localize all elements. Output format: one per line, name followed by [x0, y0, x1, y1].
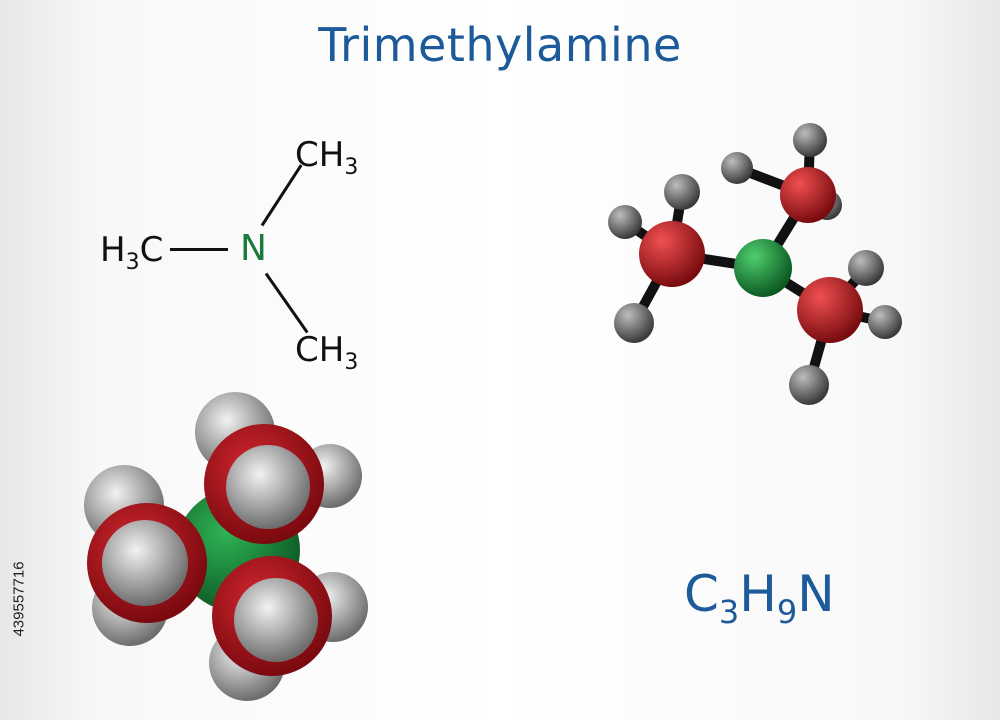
carbon-atom [780, 167, 836, 223]
page-title: Trimethylamine [318, 18, 682, 72]
hydrogen-atom [234, 578, 318, 662]
nitrogen-atom-label: N [240, 228, 267, 269]
stock-id-watermark: 439557716 [10, 560, 28, 637]
hydrogen-atom [608, 205, 642, 239]
hydrogen-atom [614, 303, 654, 343]
left-methyl-group: H3C [100, 230, 164, 275]
hydrogen-atom [848, 250, 884, 286]
hydrogen-atom [868, 305, 902, 339]
top-methyl-group: CH3 [295, 135, 359, 180]
nitrogen-atom [734, 239, 792, 297]
bond-left [170, 248, 228, 251]
hydrogen-atom [664, 174, 700, 210]
molecular-formula: C3H9N [684, 565, 835, 631]
hydrogen-atom [102, 520, 188, 606]
hydrogen-atom [793, 123, 827, 157]
structural-formula: CH3 H3C CH3 N [90, 120, 390, 380]
hydrogen-atom [721, 152, 753, 184]
bottom-methyl-group: CH3 [295, 330, 359, 375]
carbon-atom [797, 277, 863, 343]
hydrogen-atom [789, 365, 829, 405]
carbon-atom [639, 221, 705, 287]
hydrogen-atom [226, 445, 310, 529]
